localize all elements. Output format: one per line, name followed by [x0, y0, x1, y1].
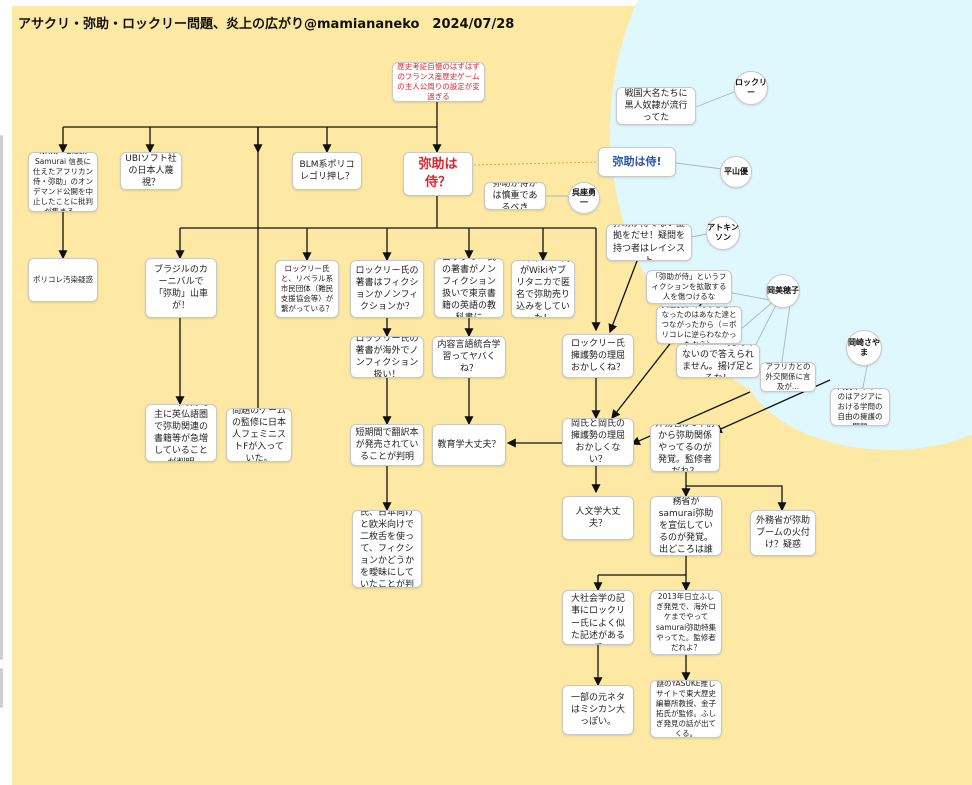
node-lockley-japan[interactable]: ロックリー氏、日本向けと欧米向けで二枚舌を使って、フィクションかどうかを曖昧にし… [352, 510, 422, 588]
node-from-2019[interactable]: 2019年頃から主に英仏語圏で弥助関連の書籍等が急増していることが判明 [145, 404, 217, 462]
person-goza[interactable]: 呉座勇一 [568, 182, 600, 214]
left-scroll-edge [0, 135, 3, 660]
node-sengoku[interactable]: 戦国大名たちに黒人奴隷が流行ってた [616, 87, 696, 125]
node-political[interactable]: ポリコレ汚染疑惑 [28, 258, 98, 302]
node-ubi[interactable]: UBIソフト社の日本人蔑視？ [120, 152, 182, 190]
person-hirayama[interactable]: 平山優 [720, 156, 752, 188]
node-lockley-logic[interactable]: ロックリー氏擁護勢の理屈おかしくね？ [562, 334, 634, 378]
person-lockley[interactable]: ロックリー [734, 71, 768, 105]
node-overseas-nonfiction[interactable]: ロックリー氏の著書が海外でノンフィクション扱い！ [350, 336, 424, 378]
person-yamazaki[interactable]: 岡崎さやま [846, 330, 882, 366]
person-atkinson[interactable]: アトキンソン [706, 216, 740, 250]
node-ministry-6yr[interactable]: 外務省が6年前から弥助関係やってるのが発覚。監修者だれ？ [650, 424, 720, 472]
node-yasuke-samurai[interactable]: 弥助は侍？ [403, 152, 473, 196]
node-not-samurai[interactable]: 弥助が侍でない証拠をだせ！疑問を持つ者はレイシスト [606, 224, 692, 261]
node-lockley-liberal[interactable]: ロックリー氏と、リベラル系市民団体（難民支援協会等）が繋がっている？ [275, 260, 339, 318]
node-2013[interactable]: 2013年日立ふしぎ発見で、海外ロケまでやってsamurai弥助特集やってた。監… [650, 590, 722, 655]
node-book-fiction[interactable]: ロックリー氏の著書はフィクションかノンフィクションか？ [350, 260, 424, 318]
node-fiction-yasuke[interactable]: 「弥助が侍」というフィクションを拡散する人を傷つけるな [646, 270, 732, 304]
node-wiki[interactable]: ロックリー氏がWikiやブリタニカで匿名で弥助売り込みをしていた！ [511, 260, 575, 318]
node-africa[interactable]: アフリカとの外交関係に言及が... [760, 362, 816, 392]
node-yasuke-samurai-claim[interactable]: 弥助は侍! [598, 147, 676, 177]
page-title: アサクリ・弥助・ロックリー問題、炎上の広がり@mamiananeko 2024/… [18, 17, 515, 32]
node-asia[interactable]: 岡氏今年のくのはアジアにおける学問の自由の擁護の問題 [830, 388, 890, 426]
node-yasuke-question[interactable]: 弥助が侍かは慎重であるべき [484, 182, 546, 210]
node-root[interactable]: 歴史考証自慢のはずはずのフランス産歴史ゲームの主人公周りの設定が変過ぎる [392, 62, 485, 102]
node-ministry-fire[interactable]: 外務省が弥助ブームの火付け？疑惑 [750, 510, 816, 556]
node-jinbun[interactable]: 人文学大丈夫？ [562, 496, 634, 540]
node-yasuke-search[interactable]: 謎のYASUKE推しサイトで東大歴史編纂所教授、金子拓氏が監修。ふしぎ発見の話が… [650, 680, 722, 738]
node-nhk[interactable]: NHK、「Black Samurai 信長に仕えたアフリカン侍・弥助」のオンデマ… [28, 152, 98, 212]
node-blm[interactable]: BLM系ポリコレゴリ押し？ [292, 152, 362, 190]
node-gohou-logic[interactable]: 岡氏と岡氏の擁護勢の理屈おかしくない？ [562, 418, 634, 466]
node-content-wrong[interactable]: 内容言語統合学習ってヤバくね？ [432, 336, 506, 378]
node-mishikan[interactable]: 一部の元ネタはミシカン大っぽい。 [562, 685, 634, 735]
person-oka[interactable]: 岡美穂子 [766, 274, 800, 308]
node-brazil[interactable]: ブラジルのカーニバルで「弥助」山車が！ [145, 258, 217, 318]
node-translation[interactable]: 短期間で翻訳本が発売されていることが判明 [350, 424, 424, 466]
node-ministry-2016[interactable]: 2016年には外務省がsamurai弥助を宣伝しているのが発覚。出どころは誰さ？ [650, 496, 722, 556]
node-kyouiku[interactable]: 教育学大丈夫？ [432, 424, 506, 466]
node-gohou-remark[interactable]: 呉座氏があんなことになったのはあなた達とつながったから（＝ポリコレに逆らわなかっ… [656, 306, 742, 344]
node-book-nonfiction[interactable]: ロックリー氏の著書がノンフィクション扱いで東京書籍の英語の教科書に [434, 258, 504, 318]
left-scroll-edge-lower [0, 668, 3, 708]
node-cyber[interactable]: サイゾー？覚えてないので答えられません。揚げ足とるな！ [676, 344, 760, 378]
node-1998[interactable]: 1998年の一橋大社会学の記事にロックリー氏によく似た記述があるで [562, 590, 634, 645]
node-game-supervisor[interactable]: 問題のゲームの監修に日本人フェミニストFが入っていた。 [226, 408, 292, 462]
